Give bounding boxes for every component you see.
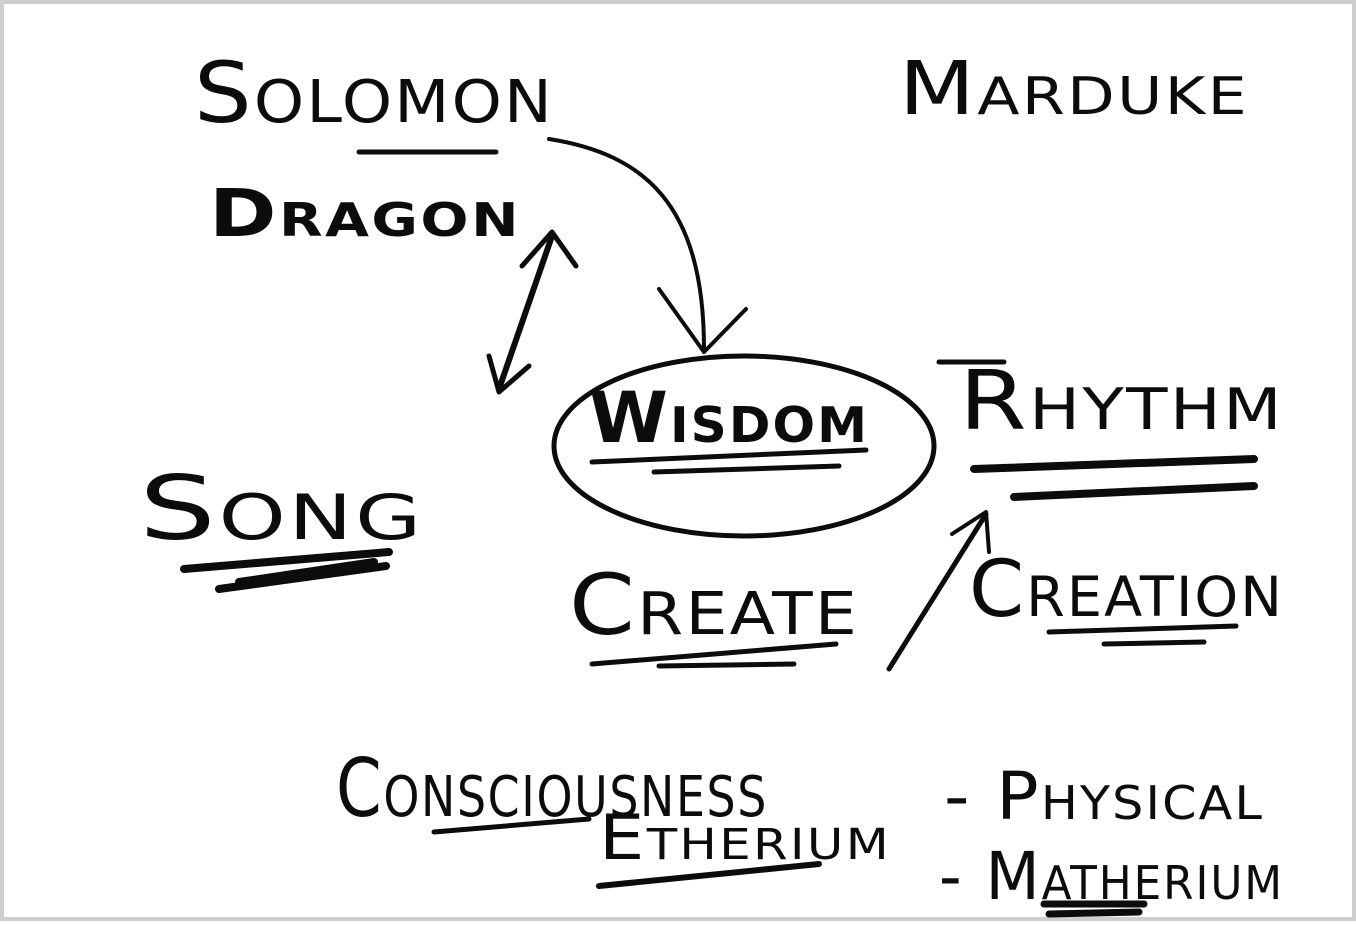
arrowhead-up-icon xyxy=(519,229,579,269)
rhythm-underline xyxy=(970,455,1258,501)
matherium-underline xyxy=(1040,900,1148,918)
song-underline xyxy=(180,548,393,593)
whiteboard-canvas: Solomon Dragon Marduke Wisdom Rhythm Son… xyxy=(139,44,1284,918)
arrowhead-down-icon xyxy=(657,287,748,354)
word-create: Create xyxy=(569,556,859,654)
arrowhead-down-icon xyxy=(486,353,532,395)
word-marduke: Marduke xyxy=(899,46,1249,132)
word-consciousness: Consciousness xyxy=(336,742,768,835)
word-rhythm: Rhythm xyxy=(959,354,1284,449)
word-dragon: Dragon xyxy=(209,175,521,252)
dragon-wisdom-double-arrow xyxy=(496,233,555,392)
wisdom-circle xyxy=(551,353,937,539)
word-etherium: Etherium xyxy=(599,801,891,874)
wisdom-underline xyxy=(589,447,869,475)
creation-to-rhythm-arrow xyxy=(886,511,989,672)
etherium-underline xyxy=(596,861,822,889)
consciousness-underline xyxy=(431,816,592,835)
word-song: Song xyxy=(139,457,424,560)
word-solomon: Solomon xyxy=(194,44,554,142)
creation-underline xyxy=(1046,623,1239,647)
create-underline xyxy=(589,641,839,669)
arrowhead-up-icon xyxy=(950,510,991,554)
word-physical: - Physical xyxy=(944,758,1264,835)
word-wisdom: Wisdom xyxy=(589,377,869,459)
word-creation: Creation xyxy=(969,545,1284,635)
solomon-to-wisdom-arrow xyxy=(547,137,706,351)
